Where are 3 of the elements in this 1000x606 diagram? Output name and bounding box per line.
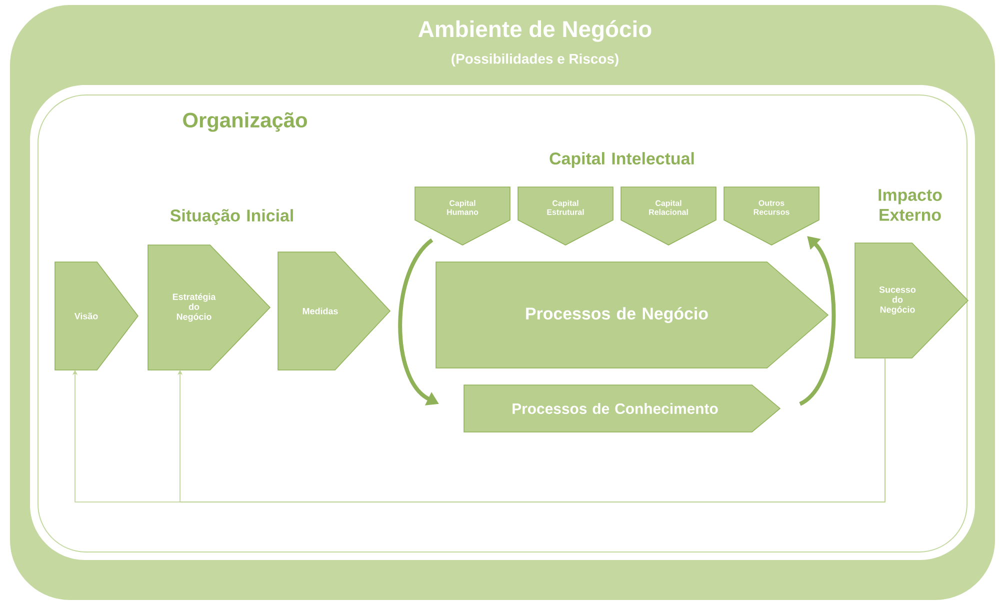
heading: Impacto Externo bbox=[878, 189, 942, 221]
heading: Capital Intelectual bbox=[550, 152, 694, 168]
heading: Situação Inicial bbox=[170, 209, 293, 225]
